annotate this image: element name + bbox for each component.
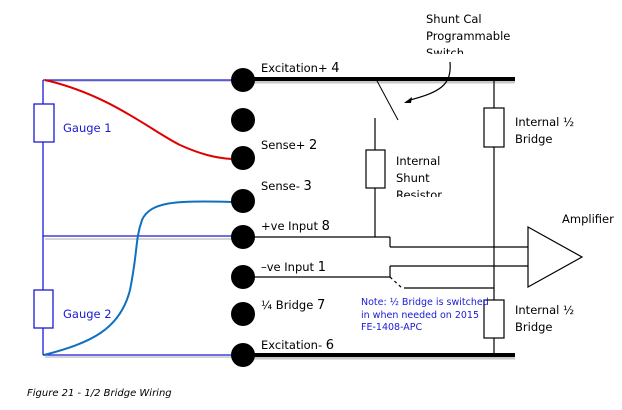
shunt-resistor xyxy=(365,149,386,189)
terminal-positive-input xyxy=(231,225,255,249)
half-bridge-note: Note: ½ Bridge is switched in when neede… xyxy=(361,297,489,333)
gauge-2-label: Gauge 2 xyxy=(63,307,112,321)
figure-caption: Figure 21 - 1/2 Bridge Wiring xyxy=(27,388,172,399)
amplifier-label: Amplifier xyxy=(562,212,614,226)
arrow-head-icon xyxy=(404,97,412,103)
gauge-1-label: Gauge 1 xyxy=(63,121,112,135)
terminal-negative-input xyxy=(231,265,255,289)
half-bridge-bottom-label: Internal ½ Bridge xyxy=(515,303,575,334)
half-bridge-top-label: Internal ½ Bridge xyxy=(515,115,575,146)
terminal-quarter-bridge xyxy=(231,302,255,326)
shunt-resistor-label: Internal Shunt Resistor xyxy=(396,154,442,197)
shunt-switch-label: Shunt Cal Programmable Switch xyxy=(426,12,511,54)
half-bridge-top-resistor xyxy=(483,107,505,148)
terminal-sense-minus xyxy=(231,189,255,213)
terminal-label-sense-plus: Sense+ 2 xyxy=(261,138,318,153)
terminal-label-excitation-plus: Excitation+ 4 xyxy=(261,61,340,76)
gauge-1-resistor xyxy=(33,103,55,143)
terminal-label-quarter-bridge: ¼ Bridge 7 xyxy=(261,298,326,313)
terminals xyxy=(231,68,255,367)
sense-minus-wire xyxy=(43,200,233,356)
gauge-2-resistor xyxy=(33,289,54,329)
terminal-excitation-plus xyxy=(231,68,255,92)
terminal-label-sense-minus: Sense- 3 xyxy=(261,179,312,194)
terminal-unused xyxy=(231,108,255,132)
half-bridge-bottom-resistor xyxy=(483,299,505,339)
terminal-label-positive-input: +ve Input 8 xyxy=(261,219,330,234)
terminal-sense-plus xyxy=(231,146,255,170)
terminal-label-negative-input: –ve Input 1 xyxy=(261,260,327,275)
shunt-switch-lever xyxy=(375,78,399,121)
sense-plus-wire xyxy=(44,79,233,160)
terminal-excitation-minus xyxy=(231,343,255,367)
terminal-label-excitation-minus: Excitation- 6 xyxy=(261,338,335,353)
amplifier-symbol xyxy=(527,225,584,289)
